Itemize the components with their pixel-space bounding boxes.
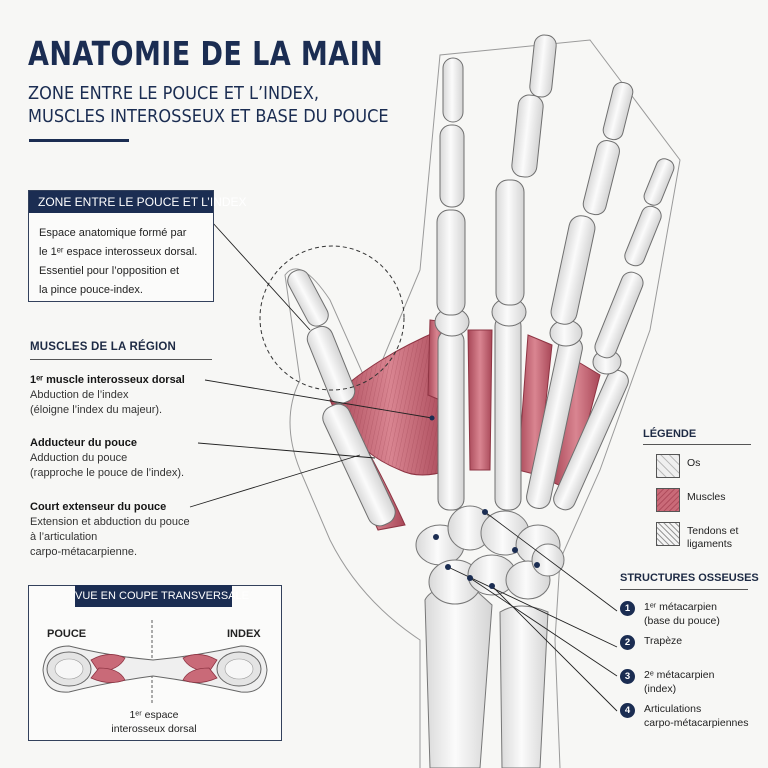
zone-info-box: ZONE ENTRE LE POUCE ET L’INDEX Espace an… xyxy=(28,190,247,302)
structure-label-line: Trapèze xyxy=(644,635,683,647)
muscle-desc-line: carpo-métacarpienne. xyxy=(30,546,138,558)
legend-item-bone: Os xyxy=(643,454,751,482)
structure-item: 3 2ᵉ métacarpien (index) xyxy=(620,668,760,701)
muscles-heading-rule xyxy=(30,359,212,360)
zone-info-line: Espace anatomique formé par xyxy=(39,227,187,239)
zone-info-line: le 1ᵉʳ espace interosseux dorsal. xyxy=(39,246,198,258)
legend-label: Tendons et ligaments xyxy=(687,525,738,551)
legend-label-line: ligaments xyxy=(687,538,732,550)
muscle-name: 1ᵉʳ muscle interosseux dorsal xyxy=(30,374,185,386)
leader-dots xyxy=(429,415,540,589)
structure-number-badge: 3 xyxy=(620,669,635,684)
title-underline xyxy=(29,139,129,142)
bone-structures-title: STRUCTURES OSSEUSES xyxy=(620,572,759,584)
leader-lines xyxy=(189,221,618,712)
cross-section-box: VUE EN COUPE TRANSVERSALE POUCE INDEX 1ᵉ… xyxy=(28,585,282,741)
muscle-name: Court extenseur du pouce xyxy=(30,501,167,513)
zone-info-text: Espace anatomique formé par le 1ᵉʳ espac… xyxy=(29,213,213,300)
carpal-bones xyxy=(415,505,565,605)
structure-label: Trapèze xyxy=(644,634,682,648)
legend-title: LÉGENDE xyxy=(643,428,697,440)
page-subtitle: ZONE ENTRE LE POUCE ET L’INDEX, MUSCLES … xyxy=(28,82,415,128)
structure-item: 2 Trapèze xyxy=(620,634,760,667)
structure-label-line: Articulations xyxy=(644,703,702,715)
bone-structures-rule xyxy=(620,589,748,590)
legend: LÉGENDE Os Muscles Tendons et ligaments xyxy=(643,428,751,556)
muscle-desc-line: à l’articulation xyxy=(30,531,98,543)
legend-label-line: Os xyxy=(687,457,701,469)
radius-bone xyxy=(424,584,493,768)
zone-info-line: Essentiel pour l’opposition et xyxy=(39,265,180,277)
muscle-desc-line: Adduction du pouce xyxy=(30,452,128,464)
structure-label-line: carpo-métacarpiennes xyxy=(644,717,749,729)
structure-number-badge: 4 xyxy=(620,703,635,718)
cross-section-title: VUE EN COUPE TRANSVERSALE xyxy=(75,585,249,607)
structure-item: 4 Articulations carpo-métacarpiennes xyxy=(620,702,760,735)
legend-item-muscle: Muscles xyxy=(643,488,751,516)
muscle-desc-line: (éloigne l’index du majeur). xyxy=(30,404,163,416)
muscle-description: Adduction du pouce (rapproche le pouce d… xyxy=(30,451,230,481)
structure-item: 1 1ᵉʳ métacarpien (base du pouce) xyxy=(620,600,760,633)
legend-label: Os xyxy=(687,457,700,470)
structure-label-line: (index) xyxy=(644,683,677,695)
cross-section-thumb-label: POUCE xyxy=(47,628,87,640)
muscle-swatch xyxy=(656,488,680,512)
tendon-swatch xyxy=(656,522,680,546)
cross-section-note-line: interosseux dorsal xyxy=(111,723,197,735)
muscles-heading: MUSCLES DE LA RÉGION xyxy=(30,341,177,353)
finger-bones xyxy=(287,34,675,527)
zone-info-title: ZONE ENTRE LE POUCE ET L’INDEX xyxy=(29,191,247,213)
subtitle-line: ZONE ENTRE LE POUCE ET L’INDEX, xyxy=(28,83,320,104)
subtitle-line: MUSCLES INTEROSSEUX ET BASE DU POUCE xyxy=(28,106,389,127)
structure-number-badge: 1 xyxy=(620,601,635,616)
muscle-item-extensor: Court extenseur du pouce Extension et ab… xyxy=(30,501,230,560)
muscle-item-adductor: Adducteur du pouce Adduction du pouce (r… xyxy=(30,437,230,481)
structure-label: 1ᵉʳ métacarpien (base du pouce) xyxy=(644,600,720,628)
cross-section-illustration xyxy=(42,620,268,704)
muscle-item-interosseous: 1ᵉʳ muscle interosseux dorsal Abduction … xyxy=(30,374,230,418)
legend-rule xyxy=(643,444,751,445)
zone-info-line: la pince pouce-index. xyxy=(39,284,143,296)
structure-label: 2ᵉ métacarpien (index) xyxy=(644,668,714,696)
legend-label-line: Muscles xyxy=(687,491,726,503)
structure-label: Articulations carpo-métacarpiennes xyxy=(644,702,748,730)
muscle-name: Adducteur du pouce xyxy=(30,437,137,449)
cross-section-note: 1ᵉʳ espace interosseux dorsal xyxy=(99,708,209,736)
bone-structures: STRUCTURES OSSEUSES 1 1ᵉʳ métacarpien (b… xyxy=(620,572,760,736)
structure-number-badge: 2 xyxy=(620,635,635,650)
muscle-description: Extension et abduction du pouce à l’arti… xyxy=(30,515,230,560)
page-title: ANATOMIE DE LA MAIN xyxy=(28,34,384,73)
highlight-circle xyxy=(259,245,405,391)
muscle-desc-line: Abduction de l’index xyxy=(30,389,129,401)
structure-label-line: 1ᵉʳ métacarpien xyxy=(644,601,717,613)
muscle-description: Abduction de l’index (éloigne l’index du… xyxy=(30,388,230,418)
legend-label-line: Tendons et xyxy=(687,525,739,537)
structure-label-line: 2ᵉ métacarpien xyxy=(644,669,715,681)
bone-swatch xyxy=(656,454,680,478)
muscle-desc-line: Extension et abduction du pouce xyxy=(30,516,190,528)
legend-item-tendon: Tendons et ligaments xyxy=(643,522,751,550)
cross-section-note-line: 1ᵉʳ espace xyxy=(129,709,179,721)
muscle-desc-line: (rapproche le pouce de l’index). xyxy=(30,467,185,479)
ulna-bone xyxy=(499,605,549,768)
cross-section-index-label: INDEX xyxy=(227,628,261,640)
structure-label-line: (base du pouce) xyxy=(644,615,720,627)
legend-label: Muscles xyxy=(687,491,726,504)
